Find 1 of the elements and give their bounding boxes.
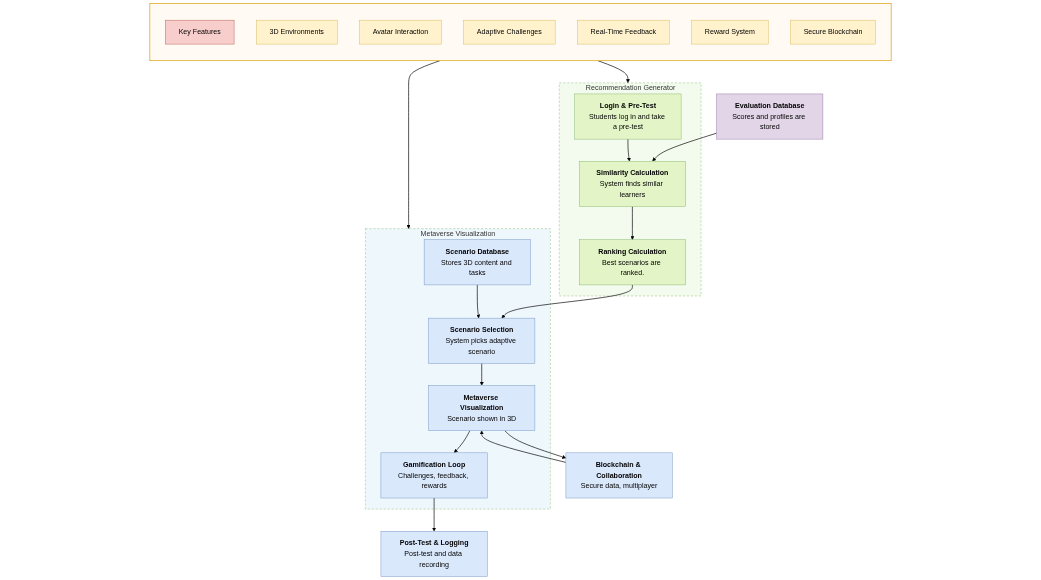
cluster	[149, 3, 892, 62]
